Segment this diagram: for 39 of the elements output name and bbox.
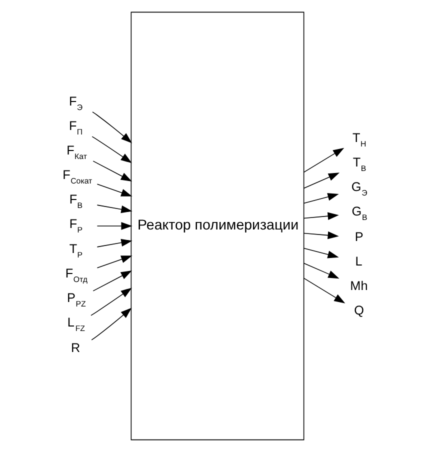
node-text: L$_{FZ}$: [67, 314, 86, 332]
node-text: F$_{Р}$: [69, 216, 83, 234]
arrow: [96, 255, 132, 268]
node-text: F$_{Э}$: [69, 94, 83, 112]
node-text: T$_{В}$: [352, 154, 366, 172]
arrow: [303, 247, 339, 258]
arrow: [90, 287, 132, 316]
node-text: F$_{П}$: [69, 118, 83, 136]
node-text: L: [355, 254, 362, 268]
node-box: Реактор полимеризации: [130, 11, 304, 440]
arrow: [92, 270, 132, 291]
node-text: P: [354, 229, 364, 244]
arrow: [96, 222, 132, 230]
arrow: [96, 204, 132, 213]
node-text: F$_{Кат}$: [66, 143, 87, 161]
node-text: P$_{PZ}$: [67, 290, 86, 308]
arrow: [303, 230, 339, 239]
arrow: [96, 183, 132, 196]
arrow: [303, 277, 346, 303]
arrow: [303, 262, 340, 278]
node-text: F$_{В}$: [69, 192, 83, 210]
arrow: [303, 192, 339, 204]
arrow: [92, 111, 132, 143]
node-text: R: [70, 340, 80, 354]
arrow: [92, 160, 132, 181]
arrow: [91, 307, 132, 340]
node-text: T$_{Р}$: [69, 241, 83, 259]
node-text: G$_{Э}$: [351, 179, 368, 197]
node-text: Mh: [350, 278, 368, 292]
node-text: G$_{В}$: [352, 204, 368, 222]
arrow: [303, 212, 339, 220]
node-text: F$_{Отд}$: [65, 266, 88, 284]
arrow: [303, 172, 340, 188]
node-text: T$_{Н}$: [352, 130, 366, 148]
arrow: [96, 238, 132, 247]
arrow: [304, 147, 344, 172]
node-text: F$_{Сокат}$: [62, 168, 92, 186]
node-text: Q: [354, 303, 364, 318]
arrow: [92, 136, 132, 163]
